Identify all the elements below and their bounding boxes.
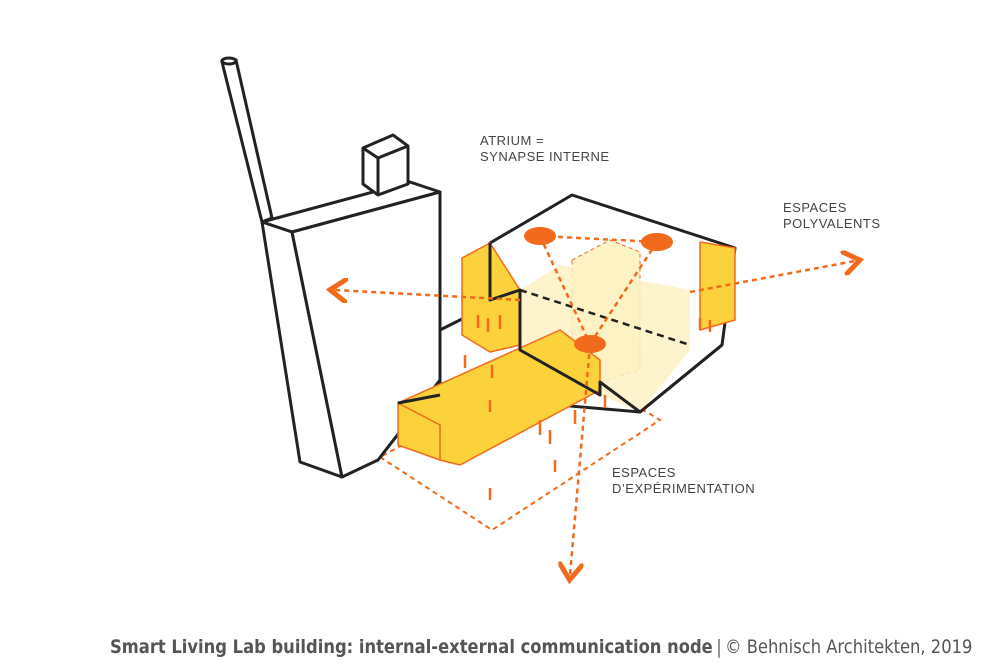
label-line: SYNAPSE INTERNE bbox=[480, 149, 610, 164]
label-line: ESPACES bbox=[783, 200, 847, 215]
caption-credit: © Behnisch Architekten, 2019 bbox=[725, 636, 973, 658]
node bbox=[524, 227, 556, 245]
arrow-east bbox=[689, 261, 855, 294]
label-polyvalents: ESPACES POLYVALENTS bbox=[783, 200, 881, 232]
node bbox=[641, 233, 673, 251]
communication-flows bbox=[335, 234, 855, 575]
new-building bbox=[397, 193, 737, 466]
label-experimentation: ESPACES D’EXPÉRIMENTATION bbox=[612, 465, 755, 497]
caption-title: Smart Living Lab building: internal-exte… bbox=[110, 636, 713, 658]
atrium-nodes bbox=[524, 227, 673, 353]
node bbox=[574, 335, 606, 353]
caption-separator: | bbox=[716, 636, 722, 658]
label-line: ESPACES bbox=[612, 465, 676, 480]
ground-outline bbox=[378, 358, 662, 532]
label-line: POLYVALENTS bbox=[783, 216, 881, 231]
label-line: D’EXPÉRIMENTATION bbox=[612, 481, 756, 496]
people-figures bbox=[463, 315, 712, 500]
arrow-west bbox=[335, 290, 521, 300]
label-atrium: ATRIUM = SYNAPSE INTERNE bbox=[480, 133, 610, 165]
arrow-south bbox=[570, 344, 592, 575]
caption: Smart Living Lab building: internal-exte… bbox=[110, 636, 972, 658]
rooftop-cube bbox=[361, 133, 410, 197]
label-line: ATRIUM = bbox=[480, 133, 545, 148]
chimney bbox=[220, 56, 274, 225]
